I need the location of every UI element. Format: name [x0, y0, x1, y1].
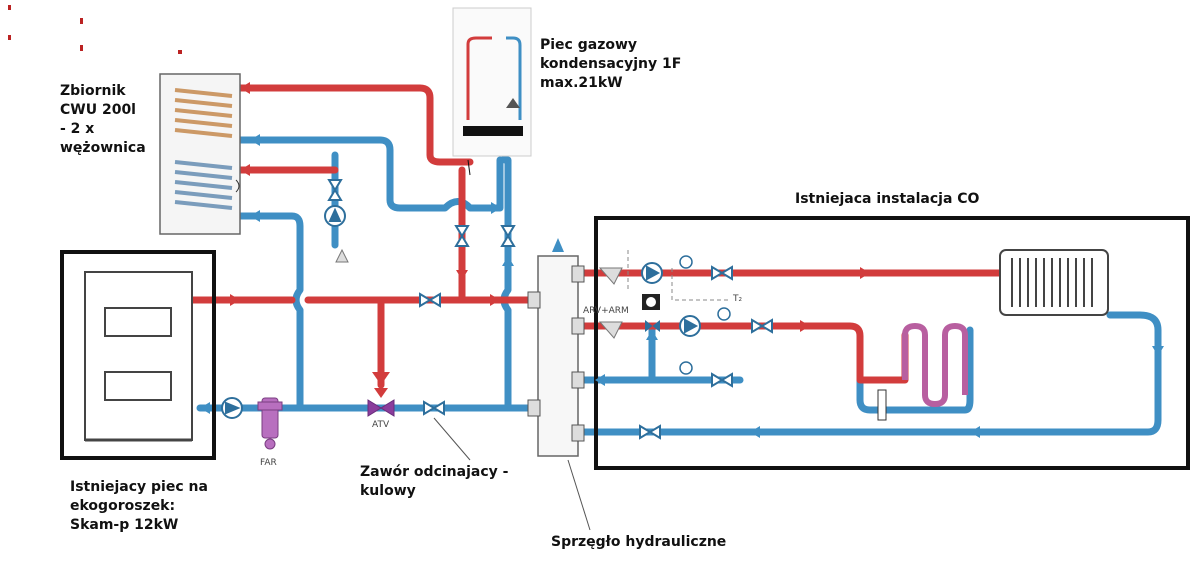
- ball-valve-leader: [433, 417, 471, 461]
- flow-arrows: [200, 82, 1164, 438]
- radiator-icon: [999, 249, 1109, 316]
- tank-lower-coil: [174, 160, 233, 210]
- coal-boiler-label: Istniejacy piec na ekogoroszek: Skam-p 1…: [70, 479, 208, 533]
- floor-heating-coil: [902, 322, 968, 408]
- filter-icon: [257, 397, 283, 450]
- check-valve-icon: [335, 248, 623, 339]
- pump-icon: [221, 205, 701, 419]
- hydraulic-coupling: [527, 238, 591, 531]
- gas-boiler-label: Piec gazowy kondensacyjny 1F max.21kW: [540, 37, 682, 91]
- tank-label: Zbiornik CWU 200l - 2 x wężownica: [60, 83, 146, 156]
- arv-label: ARV+ARM: [583, 306, 629, 316]
- valve-icon: [327, 179, 773, 440]
- hot-water-tank: [159, 73, 241, 235]
- gas-boiler: [452, 7, 532, 176]
- stray-marks: [8, 5, 182, 54]
- t2-label: T₂: [733, 294, 743, 304]
- coal-boiler: [60, 250, 216, 460]
- sensor-line: [627, 250, 730, 301]
- floor-manifold: [877, 389, 887, 421]
- far-label: FAR: [260, 458, 277, 468]
- co-installation-label: Istniejaca instalacja CO: [795, 191, 980, 207]
- thermometer-icon: [679, 255, 731, 375]
- tank-upper-coil: [174, 88, 233, 138]
- mixing-valve-icon: [367, 294, 660, 417]
- atv-label: ATV: [372, 420, 390, 430]
- hydraulic-coupling-label: Sprzęgło hydrauliczne: [551, 534, 727, 550]
- ball-valve-label: Zawór odcinajacy - kulowy: [360, 464, 509, 499]
- co-installation-frame: [594, 216, 1190, 470]
